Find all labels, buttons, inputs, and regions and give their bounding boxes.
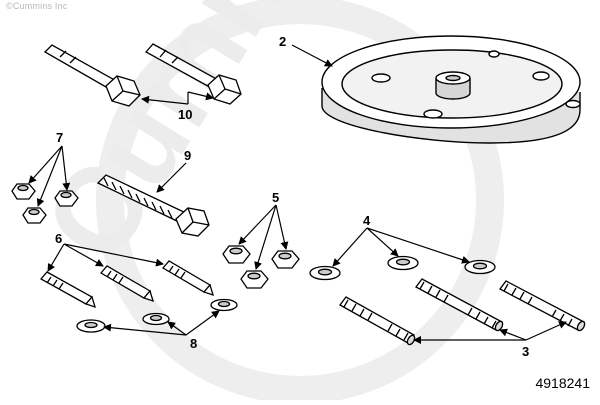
callout-6: 6 <box>55 231 62 246</box>
leader-8 <box>167 321 187 336</box>
leader-5 <box>238 204 277 245</box>
callout-5: 5 <box>272 190 279 205</box>
part-threaded-stud <box>499 280 586 332</box>
part-hex-nut <box>222 245 251 264</box>
callout-7: 7 <box>56 130 63 145</box>
part-hex-nut <box>22 207 47 224</box>
watermark-text: Cummins <box>18 0 421 284</box>
callout-2: 2 <box>279 34 286 49</box>
leader-lines <box>28 44 567 344</box>
leader-6 <box>63 243 164 267</box>
leader-5 <box>254 204 277 270</box>
part-threaded-stud <box>339 296 416 346</box>
callout-9: 9 <box>184 148 191 163</box>
part-hex-bolt <box>144 43 242 105</box>
callout-4: 4 <box>363 213 371 228</box>
leader-4 <box>366 227 399 257</box>
leader-3 <box>499 328 527 341</box>
leader-3 <box>525 321 567 341</box>
part-flat-washer <box>309 265 341 281</box>
part-hex-nut <box>54 190 79 207</box>
part-dowel-pin <box>99 265 154 303</box>
callout-3: 3 <box>522 344 529 359</box>
leader-5 <box>275 204 289 250</box>
part-flat-washer <box>76 319 106 333</box>
part-flat-washer <box>210 298 238 312</box>
leader-8 <box>103 323 187 336</box>
part-flat-washer <box>142 312 170 326</box>
leader-10 <box>187 91 214 101</box>
leader-4 <box>332 227 368 267</box>
part-dowel-pin <box>39 271 96 309</box>
part-ring-plate <box>321 35 581 144</box>
leader-7 <box>36 145 63 207</box>
leader-8 <box>185 310 220 336</box>
leader-6 <box>47 243 65 272</box>
part-threaded-stud <box>415 278 504 332</box>
part-flat-washer <box>464 259 496 275</box>
leader-2 <box>291 44 333 67</box>
part-hex-nut <box>271 250 300 269</box>
leader-7 <box>61 145 71 191</box>
part-hex-bolt <box>43 44 141 107</box>
copyright-notice: ©Cummins Inc <box>6 1 68 11</box>
leader-6 <box>63 243 104 267</box>
callout-10: 10 <box>178 107 192 122</box>
leader-7 <box>28 145 63 184</box>
callout-labels: 2 10 7 9 6 5 4 8 3 <box>55 34 529 359</box>
leader-9 <box>156 162 187 193</box>
figure-number: 4918241 <box>535 375 590 391</box>
part-flat-washer <box>387 255 419 271</box>
leader-4 <box>366 227 470 264</box>
part-long-threaded-bolt <box>96 174 210 237</box>
part-dowel-pin <box>162 260 214 297</box>
callout-8: 8 <box>190 336 197 351</box>
part-hex-nut <box>240 270 269 289</box>
leader-10 <box>141 95 189 105</box>
part-hex-nut <box>11 183 36 200</box>
